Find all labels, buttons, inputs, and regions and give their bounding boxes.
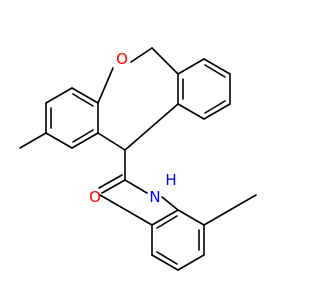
bond xyxy=(71,87,99,104)
bond xyxy=(19,132,47,149)
bond xyxy=(97,67,114,104)
bond xyxy=(101,179,126,194)
nitrogen-atom-label: N xyxy=(149,188,160,206)
bond xyxy=(71,132,99,149)
oxygen-atom-label: O xyxy=(116,50,128,68)
bond xyxy=(124,103,179,151)
bond xyxy=(203,58,231,75)
bond xyxy=(151,47,179,75)
bond xyxy=(130,47,153,63)
bond xyxy=(45,87,73,104)
bond xyxy=(177,103,205,120)
bond xyxy=(204,100,226,114)
bond xyxy=(124,179,148,194)
amide-oxygen-atom-label: O xyxy=(89,188,101,206)
bond xyxy=(177,58,205,75)
bond xyxy=(229,194,257,211)
bond xyxy=(177,254,205,271)
bond xyxy=(151,209,179,226)
bond xyxy=(151,254,179,271)
bond xyxy=(45,132,73,149)
hydrogen-atom-label: H xyxy=(165,171,176,189)
bond xyxy=(125,209,153,226)
bond xyxy=(203,209,231,226)
bond xyxy=(98,174,123,189)
chemical-structure-diagram: O O N H xyxy=(19,47,257,271)
bond xyxy=(177,209,205,226)
bond xyxy=(156,215,178,229)
bond xyxy=(72,129,94,143)
bond xyxy=(203,103,231,120)
bond xyxy=(72,93,94,107)
bond xyxy=(204,64,226,78)
bond-lines xyxy=(19,47,257,271)
bond xyxy=(161,196,179,211)
bond xyxy=(156,251,178,265)
bond xyxy=(99,194,127,211)
bond xyxy=(97,132,126,151)
